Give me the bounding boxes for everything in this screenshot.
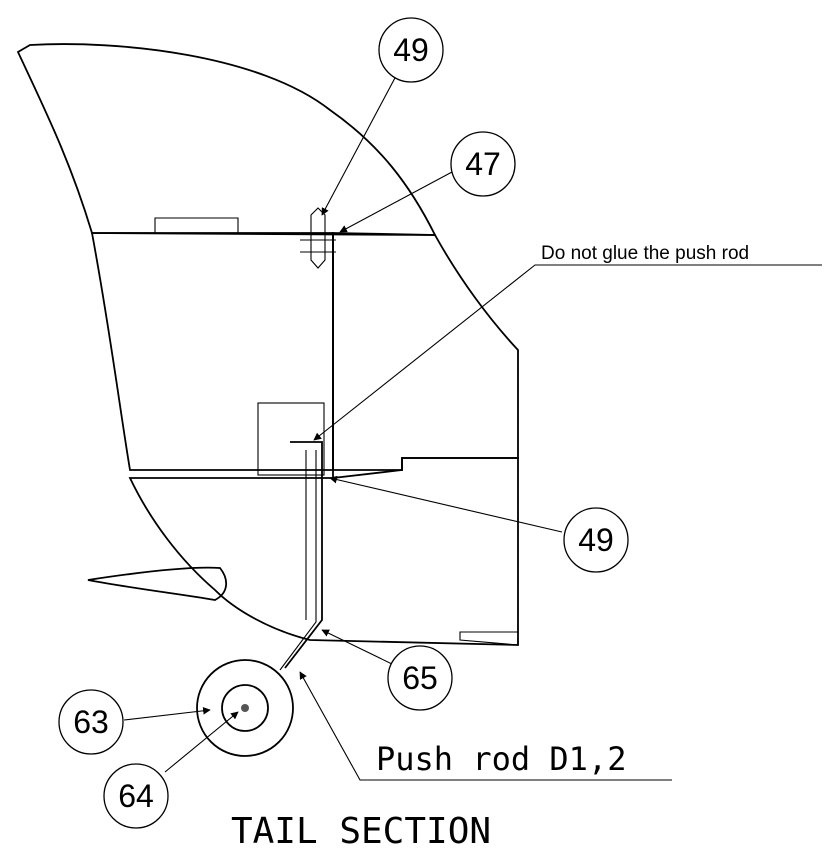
- leader-64: [164, 711, 239, 773]
- callout-63: 63: [58, 689, 124, 755]
- horn-slot: [257, 402, 325, 476]
- leader-push-rod: [299, 671, 672, 781]
- leader-49-top: [321, 75, 397, 216]
- push-rod: [284, 441, 323, 669]
- leader-63: [123, 706, 211, 721]
- tail-wheel-outer: [196, 659, 294, 757]
- svg-text:64: 64: [118, 778, 154, 814]
- pin-screw: [310, 207, 326, 269]
- callout-49-top: 49: [378, 17, 444, 83]
- svg-text:47: 47: [465, 146, 501, 182]
- tail-wheel-axle: [241, 704, 249, 712]
- leader-65: [321, 629, 395, 666]
- callout-49-mid: 49: [563, 507, 629, 573]
- callout-65: 65: [387, 645, 453, 711]
- rudder-bottom-step: [459, 631, 519, 646]
- svg-text:63: 63: [73, 704, 109, 740]
- callout-47: 47: [450, 131, 516, 197]
- svg-text:49: 49: [393, 32, 429, 68]
- svg-text:49: 49: [578, 522, 614, 558]
- svg-text:65: 65: [402, 660, 438, 696]
- leader-47: [339, 171, 453, 233]
- leader-note: [313, 264, 822, 441]
- fin-bottom-block: [128, 457, 519, 646]
- fin-middle-left-block: [90, 232, 334, 471]
- fin-top-block: [16, 43, 437, 236]
- push-rod-label: Push rod D1,2: [376, 740, 626, 778]
- callout-64: 64: [103, 763, 169, 829]
- top-joint-step: [154, 217, 239, 233]
- section-title: TAIL SECTION: [231, 811, 491, 852]
- tail-wheel-hub: [221, 684, 269, 732]
- note-text: Do not glue the push rod: [541, 243, 749, 264]
- push-rod-tube: [279, 450, 317, 671]
- ventral-fin: [87, 566, 228, 601]
- leader-49-mid: [329, 475, 563, 533]
